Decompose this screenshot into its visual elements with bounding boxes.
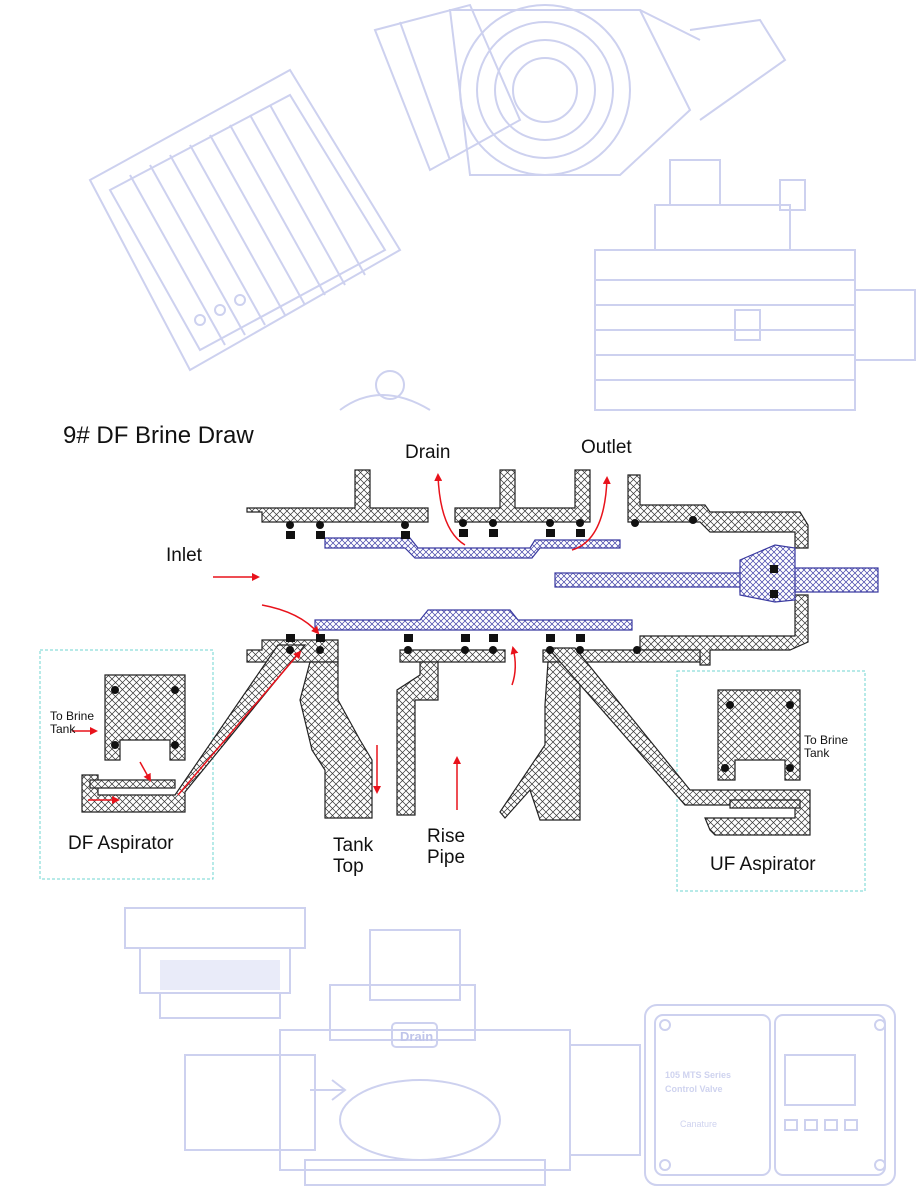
housing-end-cap (639, 594, 809, 666)
to-brine-tank-right-line1: To Brine (804, 733, 849, 747)
watermark-fitting (448, 4, 787, 176)
watermark-motor-right (594, 159, 916, 411)
piston-upper (324, 537, 621, 559)
df-aspirator-label: DF Aspirator (68, 833, 174, 854)
outlet-label: Outlet (581, 437, 632, 458)
df-aspirator-box (39, 649, 214, 880)
to-brine-tank-right-label: To Brine Tank (804, 733, 849, 761)
right-body (499, 661, 581, 821)
flow-arrow-rise-up (510, 646, 519, 686)
to-brine-tank-left-line1: To Brine (50, 709, 95, 723)
df-aspirator-nozzle (89, 779, 176, 789)
rise-pipe-line2: Pipe (427, 847, 466, 869)
rise-pipe-line1: Rise (427, 826, 466, 847)
watermark-drain-text: Drain (400, 1029, 433, 1044)
housing-top-middle (454, 469, 591, 523)
watermark-control-panel (644, 1004, 896, 1186)
to-brine-tank-right-line2: Tank (804, 746, 830, 761)
end-cone (739, 544, 796, 603)
watermark-small-fitting (339, 370, 431, 411)
df-diagonal-channel (81, 644, 307, 813)
uf-aspirator-body (717, 689, 801, 781)
flow-arrow-df-channel (177, 650, 302, 796)
piston-lower (314, 609, 633, 631)
tank-top-pipe (299, 661, 373, 819)
inlet-label: Inlet (166, 545, 202, 566)
flow-arrow-outlet (571, 476, 611, 551)
tank-top-line2: Top (333, 856, 364, 878)
flow-arrow-aspirator (139, 761, 151, 782)
flow-arrow-inlet-down (261, 604, 320, 635)
drain-label: Drain (405, 442, 451, 463)
df-aspirator-body (104, 674, 186, 761)
tank-top-label: Tank Top (333, 835, 373, 878)
tank-top-line1: Tank (333, 835, 374, 856)
housing-top-left (246, 469, 429, 523)
uf-aspirator-label: UF Aspirator (710, 854, 816, 875)
watermark-panel-line3: Canature (680, 1119, 717, 1129)
diagram-title: 9# DF Brine Draw (63, 422, 254, 449)
watermark-panel-line1: 105 MTS Series (665, 1070, 731, 1080)
watermark-motor (88, 3, 522, 372)
housing-top-right (627, 474, 809, 549)
watermark-valve (184, 929, 641, 1186)
watermark-strainer (124, 907, 306, 1019)
flow-arrow-drain (434, 473, 466, 546)
uf-aspirator-nozzle (729, 799, 801, 809)
rise-pipe-wall (396, 661, 439, 816)
to-brine-tank-left-line2: Tank (50, 722, 76, 737)
to-brine-tank-left-label: To Brine Tank (50, 709, 95, 737)
watermark-panel-line2: Control Valve (665, 1084, 723, 1094)
housing-bottom-middle (399, 649, 506, 663)
piston-stem (554, 567, 879, 593)
rise-pipe-label: Rise Pipe (427, 826, 465, 869)
